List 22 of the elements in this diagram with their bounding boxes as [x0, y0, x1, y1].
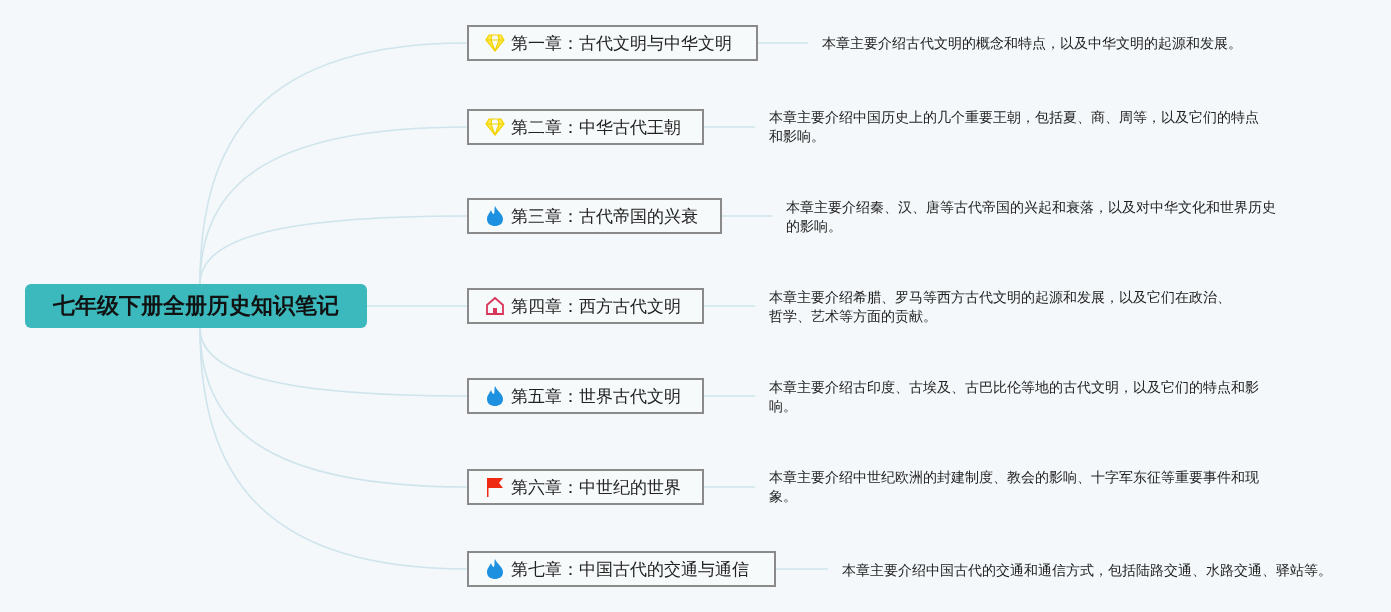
chapter-title: 第一章：古代文明与中华文明 [511, 31, 732, 55]
chapter-title: 第二章：中华古代王朝 [511, 115, 681, 139]
note-text: 本章主要介绍古印度、古埃及、古巴比伦等地的古代文明，以及它们的特点和影响。 [769, 378, 1264, 416]
chapter-box [467, 378, 704, 414]
note-text: 本章主要介绍中国古代的交通和通信方式，包括陆路交通、水路交通、驿站等。 [842, 561, 1342, 580]
chapter-title: 第七章：中国古代的交通与通信 [511, 557, 749, 581]
chapter-box [467, 198, 722, 234]
chapter-title: 第四章：西方古代文明 [511, 294, 681, 318]
chapter-box [467, 469, 704, 505]
chapter-title: 第五章：世界古代文明 [511, 384, 681, 408]
chapter-title: 第三章：古代帝国的兴衰 [511, 204, 698, 228]
note-text: 本章主要介绍古代文明的概念和特点，以及中华文明的起源和发展。 [822, 34, 1262, 53]
chapter-box [467, 288, 704, 324]
chapter-title: 第六章：中世纪的世界 [511, 475, 681, 499]
note-text: 本章主要介绍希腊、罗马等西方古代文明的起源和发展，以及它们在政治、哲学、艺术等方面的贡献。 [769, 288, 1239, 326]
chapter-box [467, 25, 758, 61]
chapter-box [467, 109, 704, 145]
chapter-box [467, 551, 776, 587]
note-text: 本章主要介绍中国历史上的几个重要王朝，包括夏、商、周等，以及它们的特点和影响。 [769, 108, 1264, 146]
topic-box: 七年级下册全册历史知识笔记 [25, 284, 367, 328]
note-text: 本章主要介绍秦、汉、唐等古代帝国的兴起和衰落，以及对中华文化和世界历史的影响。 [786, 198, 1281, 236]
note-text: 本章主要介绍中世纪欧洲的封建制度、教会的影响、十字军东征等重要事件和现象。 [769, 468, 1264, 506]
